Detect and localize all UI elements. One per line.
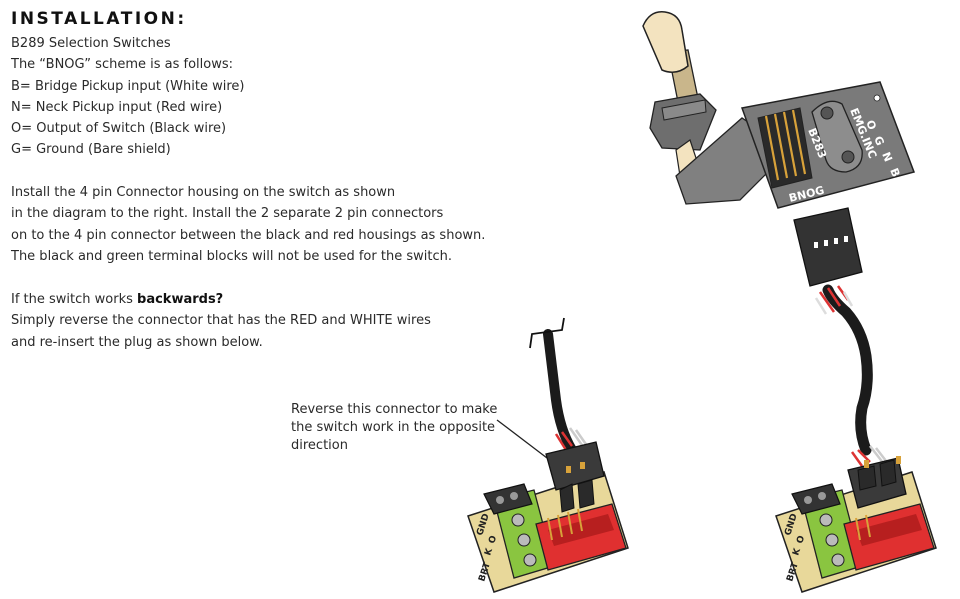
connector-pin-icon <box>566 466 571 473</box>
connector-plug <box>559 483 575 513</box>
header-pin <box>855 517 861 541</box>
switch-pin <box>773 113 789 179</box>
switch-pin <box>764 115 780 181</box>
terminal-screw-icon <box>819 513 833 527</box>
connector-pin-icon <box>580 462 585 469</box>
switch-pin-header <box>757 107 813 189</box>
connector-plug <box>857 465 877 491</box>
terminal-screw-icon <box>511 513 525 527</box>
header-pin <box>865 514 871 538</box>
black-terminal-block <box>483 483 533 515</box>
header-pin <box>557 514 563 538</box>
red-wire <box>554 431 574 451</box>
connector-pin-icon <box>896 456 901 464</box>
four-pin-connector <box>793 207 863 287</box>
switch-pin <box>791 109 807 175</box>
bracket-screw-icon <box>820 106 834 120</box>
connector-plug <box>879 459 897 487</box>
terminal-screw-icon <box>804 496 812 504</box>
connector-slot <box>824 240 828 246</box>
intro-line: O= Output of Switch (Black wire) <box>11 121 227 137</box>
connector-slot <box>834 238 838 244</box>
install-instructions: Install the 4 pin Connector housing on t… <box>11 182 485 267</box>
board-label-k: K <box>483 546 495 557</box>
intro-line: B= Bridge Pickup input (White wire) <box>11 78 245 94</box>
black-housing <box>545 441 605 491</box>
install-line: The black and green terminal blocks will… <box>11 248 452 264</box>
callout-leader-line <box>496 419 548 459</box>
backwards-question-prefix: If the switch works <box>11 292 138 307</box>
white-wire <box>814 291 854 315</box>
connector-housing <box>793 207 863 287</box>
switch-pin <box>782 111 798 177</box>
left-terminal-board: BRT K O GND <box>467 317 629 593</box>
connector-slot <box>814 242 818 248</box>
cable-cut-end <box>529 317 565 349</box>
terminal-screw-icon <box>510 492 518 500</box>
terminal-screw-icon <box>517 533 531 547</box>
switch-nut <box>649 93 717 151</box>
board-label-o: O <box>795 534 807 545</box>
intro-line: The “BNOG” scheme is as follows: <box>11 57 234 73</box>
intro-line: N= Neck Pickup input (Red wire) <box>11 99 223 115</box>
install-line: in the diagram to the right. Install the… <box>11 206 444 222</box>
switch-washer <box>661 99 707 121</box>
switch-pin-n-label: N <box>879 150 895 163</box>
right-terminal-board: BRT K O GND <box>775 445 937 593</box>
connector-slot <box>844 236 848 242</box>
backwards-question: If the switch works backwards? <box>11 289 431 310</box>
connector-pin-icon <box>864 460 869 468</box>
left-cable <box>543 329 577 455</box>
install-line: on to the 4 pin connector between the bl… <box>11 227 486 243</box>
terminal-screw-icon <box>825 533 839 547</box>
intro-line: B289 Selection Switches <box>11 36 171 51</box>
switch-knob <box>642 11 689 73</box>
terminal-screw-icon <box>496 496 504 504</box>
board-label-k: K <box>791 546 803 557</box>
switch-pin-o-label: O <box>863 118 879 132</box>
backwards-instructions: If the switch works backwards? Simply re… <box>11 289 431 353</box>
installation-heading: INSTALLATION: <box>11 9 187 29</box>
callout-line: Reverse this connector to make <box>291 402 498 417</box>
callout-line: direction <box>291 438 348 453</box>
selector-switch: B283 EMG.INC BNOG O G N B <box>642 11 915 209</box>
backwards-line: and re-insert the plug as shown below. <box>11 334 263 350</box>
header-pin <box>567 511 573 535</box>
backwards-question-bold: backwards? <box>137 292 224 307</box>
intro-line: G= Ground (Bare shield) <box>11 142 171 158</box>
callout-line: the switch work in the opposite <box>291 420 496 435</box>
black-terminal-block <box>791 483 841 515</box>
reverse-connector-callout: Reverse this connector to make the switc… <box>291 401 497 455</box>
plate-hole-icon <box>873 94 881 102</box>
header-pin <box>547 517 553 541</box>
install-line: Install the 4 pin Connector housing on t… <box>11 185 396 200</box>
bnog-scheme-text: B289 Selection Switches The “BNOG” schem… <box>11 33 244 161</box>
switch-cable <box>822 284 873 456</box>
board-label-o: O <box>487 534 499 545</box>
terminal-screw-icon <box>818 492 826 500</box>
switch-pin-g-label: G <box>871 134 886 147</box>
connector-plug <box>577 479 595 509</box>
red-housing-slot <box>856 514 922 546</box>
bracket-screw-icon <box>841 150 855 164</box>
header-pin <box>577 508 583 532</box>
terminal-screw-icon <box>523 553 537 567</box>
terminal-screw-icon <box>831 553 845 567</box>
backwards-line: Simply reverse the connector that has th… <box>11 313 431 329</box>
